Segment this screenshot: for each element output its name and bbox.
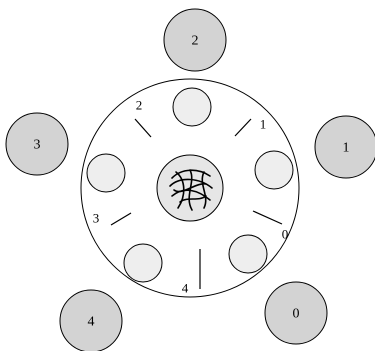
center-bowl (157, 155, 223, 221)
seat-right (255, 151, 293, 189)
outer-node-3: 3 (6, 113, 68, 175)
seat-top (173, 88, 211, 126)
seat-bottom-right (229, 235, 267, 273)
seat-left (87, 154, 125, 192)
outer-node-2: 2 (164, 9, 226, 71)
divider-label-3: 3 (93, 211, 100, 226)
outer-node-4: 4 (60, 290, 122, 351)
divider-label-1: 1 (260, 117, 267, 132)
outer-node-0: 0 (265, 282, 327, 344)
divider-label-0: 0 (282, 227, 289, 242)
outer-node-label: 2 (192, 34, 199, 49)
seat-bottom-left (124, 244, 162, 282)
divider-label-4: 4 (182, 281, 189, 296)
outer-node-label: 1 (343, 141, 350, 156)
outer-node-label: 3 (34, 138, 41, 153)
outer-node-label: 4 (88, 315, 95, 330)
divider-label-2: 2 (136, 98, 143, 113)
outer-node-1: 1 (315, 116, 375, 178)
outer-node-label: 0 (293, 307, 300, 322)
